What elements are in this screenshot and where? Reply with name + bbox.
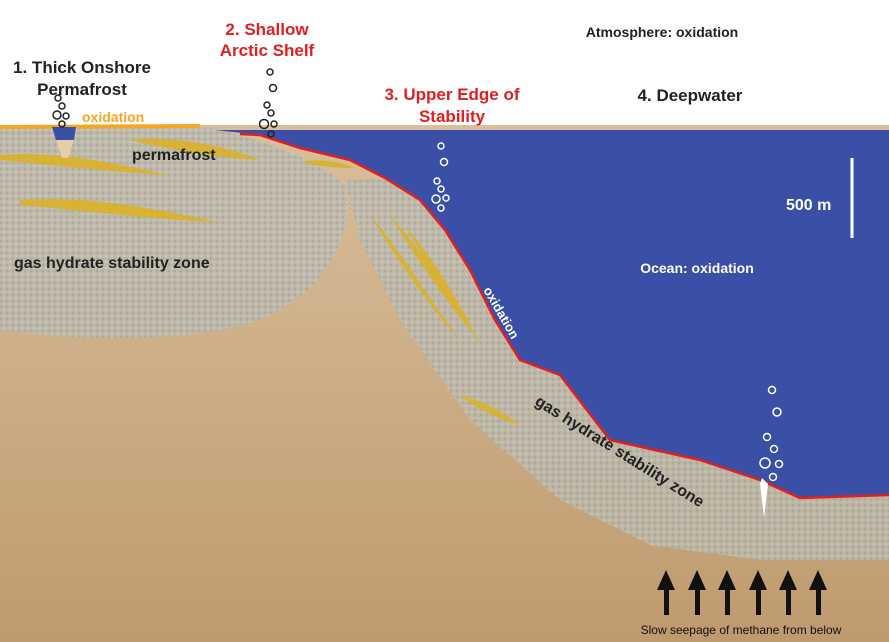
arrow-up-icon [657, 570, 675, 615]
arrow-up-icon [809, 570, 827, 615]
site2-label: 2. Shallow [225, 20, 309, 39]
thaw-lake [52, 127, 76, 140]
permafrost-label: permafrost [132, 147, 216, 164]
land-oxidation-layer [0, 124, 201, 129]
seepage-label: Slow seepage of methane from below [641, 623, 842, 637]
permafrost-zone [0, 128, 348, 339]
slope-hydrate-zone [345, 178, 889, 560]
seafloor-oxidation-line [239, 132, 889, 500]
site3-label: 3. Upper Edge of [384, 85, 519, 104]
site2-label-2: Arctic Shelf [220, 41, 315, 60]
site4-label: 4. Deepwater [638, 86, 743, 105]
atmosphere-label: Atmosphere: oxidation [586, 24, 738, 40]
bubbles-site4 [759, 385, 784, 482]
site1-label-2: Permafrost [37, 80, 127, 99]
thaw-bulb [56, 140, 74, 158]
bubbles-site3 [431, 142, 450, 212]
methane-seepage-arrows [657, 570, 827, 615]
hydrate-lenses [0, 138, 520, 425]
oxidation-land-label: oxidation [82, 109, 144, 125]
arrow-up-icon [749, 570, 767, 615]
arrow-up-icon [718, 570, 736, 615]
arrow-up-icon [779, 570, 797, 615]
ocean [215, 130, 889, 498]
bubbles-site2 [258, 68, 278, 138]
scale-label: 500 m [786, 197, 831, 214]
bubbles-site1 [52, 94, 70, 128]
site3-label-2: Stability [419, 107, 486, 126]
site1-label: 1. Thick Onshore [13, 58, 151, 77]
seep-vent [760, 478, 768, 518]
ghsz-left-label: gas hydrate stability zone [14, 255, 210, 272]
arrow-up-icon [688, 570, 706, 615]
ocean-label: Ocean: oxidation [640, 260, 754, 276]
